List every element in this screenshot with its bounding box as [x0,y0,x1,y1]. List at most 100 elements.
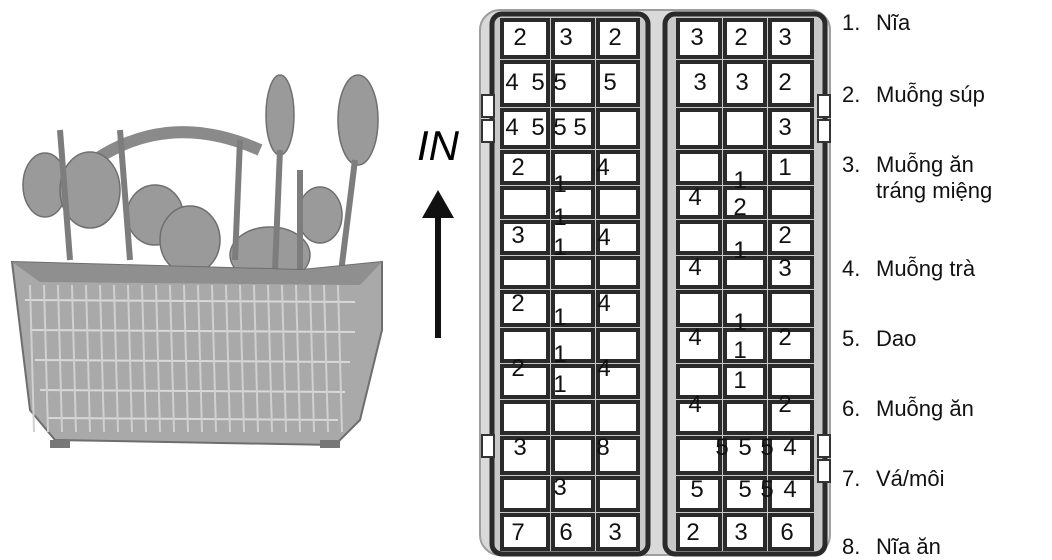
tray-cell-number: 4 [688,391,701,418]
tray-cell-number: 2 [778,391,791,418]
tray-cell-number: 3 [693,69,706,96]
tray-cell-number: 5 [738,434,751,461]
tray-compartment [725,402,765,433]
legend-text: Muỗng súp [876,82,985,107]
legend-number: 6. [842,396,876,422]
tray-cell-number: 1 [733,167,746,194]
tray-compartment [502,292,548,325]
tray-cell-number: 4 [596,154,609,181]
tray-compartment [502,152,548,183]
tray-cell-number: 4 [597,224,610,251]
legend-text: Muỗng ăn [876,396,974,421]
tray-compartment [502,222,548,253]
tray-compartment [678,152,720,183]
tray-cell-number: 3 [608,519,621,546]
tray-cell-number: 4 [688,184,701,211]
tray-cell-number: 3 [559,24,572,51]
tray-compartment [502,258,548,287]
tray-cell-number: 4 [783,476,796,503]
tray-cell-number: 5 [531,69,544,96]
legend-number: 2. [842,82,876,108]
tray-cell-number: 2 [733,194,746,221]
direction-indicator: IN [417,122,460,338]
tray-compartment [598,478,638,510]
tray-compartment [598,258,638,287]
tray-cell-number: 1 [553,341,566,368]
tray-cell-number: 3 [778,24,791,51]
tray-cell-number: 2 [513,24,526,51]
legend-number: 4. [842,256,876,282]
legend-item: 6.Muỗng ăn [842,396,974,422]
tray-cell-number: 2 [511,154,524,181]
tray-cell-number: 5 [531,114,544,141]
tray-cell-number: 1 [733,309,746,336]
tray-cell-number: 5 [553,69,566,96]
tray-compartment [678,110,720,147]
tray-compartment [502,402,548,433]
tray-compartment [502,330,548,361]
tray-compartment [770,188,812,217]
tray-compartment [553,402,593,433]
legend-item: 5.Dao [842,326,916,352]
tray-compartment [502,478,548,510]
tray-cell-number: 7 [511,519,524,546]
legend-number: 3. [842,152,876,178]
tray-cell-number: 1 [553,171,566,198]
legend-text: Nĩa ăn [876,534,941,559]
tray-cell-number: 2 [608,24,621,51]
tray-compartment [598,188,638,217]
tray-cell-number: 4 [688,324,701,351]
tray-cell-number: 4 [597,290,610,317]
legend-text: Muỗng ăn [876,152,974,177]
tray-compartment [678,222,720,253]
legend-text-line2: tráng miệng [842,178,992,204]
tray-cell-number: 5 [715,434,728,461]
legend-item: 2.Muỗng súp [842,82,985,108]
legend-number: 1. [842,10,876,36]
tray-compartment [502,188,548,217]
tray-cell-number: 4 [505,69,518,96]
tray-cell-number: 5 [690,476,703,503]
legend-number: 8. [842,534,876,560]
tray-compartment [502,515,548,549]
legend-item: 8.Nĩa ăn [842,534,941,560]
tray-cell-number: 5 [553,114,566,141]
tray-cell-number: 1 [553,204,566,231]
tray-cell-number: 1 [553,234,566,261]
tray-compartment [598,110,638,147]
legend-text: Nĩa [876,10,910,35]
tray-cell-number: 1 [733,237,746,264]
tray-cell-number: 5 [603,69,616,96]
legend-item: 7.Vá/môi [842,466,944,492]
tray-cell-number: 4 [688,254,701,281]
tray-compartment [553,438,593,473]
direction-label: IN [417,122,460,169]
cutlery-basket-illustration [12,75,382,448]
tray-cell-number: 2 [778,324,791,351]
tray-cell-number: 3 [778,114,791,141]
tray-cell-number: 3 [690,24,703,51]
tray-cell-number: 3 [511,222,524,249]
tray-cell-number: 2 [511,355,524,382]
tray-compartment [725,110,765,147]
tray-cell-number: 2 [778,69,791,96]
tray-cell-number: 2 [511,290,524,317]
tray-cell-number: 1 [553,371,566,398]
tray-cell-number: 3 [553,474,566,501]
tray-cell-number: 8 [596,434,609,461]
legend-text: Muỗng trà [876,256,975,281]
tray-cell-number: 3 [735,69,748,96]
tray-cell-number: 2 [686,519,699,546]
tray-cell-number: 2 [778,222,791,249]
tray-cell-number: 5 [573,114,586,141]
tray-cell-number: 6 [780,519,793,546]
legend-item: 4.Muỗng trà [842,256,975,282]
tray-cell-number: 3 [778,255,791,282]
tray-cell-number: 4 [505,114,518,141]
legend: 1.Nĩa2.Muỗng súp3.Muỗng ăntráng miệng4.M… [842,0,1052,558]
tray-cell-number: 4 [783,434,796,461]
tray-cell-number: 1 [778,154,791,181]
tray-cell-number: 6 [559,519,572,546]
tray-cell-number: 1 [733,367,746,394]
tray-cell-number: 5 [760,434,773,461]
